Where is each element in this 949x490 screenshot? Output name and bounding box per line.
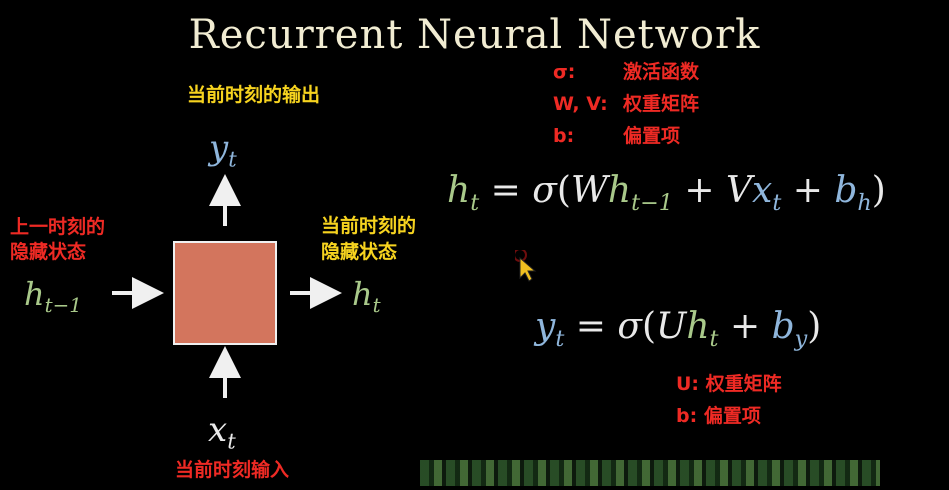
input-variable-x-t: xt xyxy=(208,410,236,454)
hidden-variable-h-t: ht xyxy=(352,275,381,317)
diagram-title: Recurrent Neural Network xyxy=(188,12,761,58)
prev-hidden-line2: 隐藏状态 xyxy=(10,241,87,263)
next-hidden-description: 当前时刻的 隐藏状态 xyxy=(321,213,416,265)
legend-bottom: U: 权重矩阵 b: 偏置项 xyxy=(676,368,782,432)
legend-key: U: xyxy=(676,373,700,395)
prev-hidden-description: 上一时刻的 隐藏状态 xyxy=(10,215,105,265)
output-equation: yt = σ(Uht + by) xyxy=(535,306,822,352)
prev-hidden-line1: 上一时刻的 xyxy=(10,216,106,238)
legend-key: b: xyxy=(553,125,575,147)
input-description: 当前时刻输入 xyxy=(175,459,290,481)
legend-value: 激活函数 xyxy=(623,61,700,83)
mouse-cursor-icon xyxy=(515,250,537,282)
legend-key: W, V: xyxy=(553,93,608,115)
legend-value: 偏置项 xyxy=(623,125,681,147)
legend-row-b: b: 偏置项 xyxy=(553,120,699,152)
rnn-cell-box xyxy=(173,241,277,345)
output-variable-y-t: yt xyxy=(209,128,237,172)
next-hidden-line2: 隐藏状态 xyxy=(321,241,398,263)
blurred-subtitle xyxy=(420,460,880,486)
legend-value: 偏置项 xyxy=(703,405,761,427)
legend-value: 权重矩阵 xyxy=(705,373,782,395)
legend-row-sigma: σ: 激活函数 xyxy=(553,56,699,88)
legend-row-b: b: 偏置项 xyxy=(676,400,782,432)
hidden-state-equation: ht = σ(Wht−1 + Vxt + bh) xyxy=(447,170,886,216)
legend-key: b: xyxy=(676,405,698,427)
prev-hidden-variable: ht−1 xyxy=(24,275,82,317)
legend-key: σ: xyxy=(553,61,576,83)
legend-top: σ: 激活函数 W, V: 权重矩阵 b: 偏置项 xyxy=(553,56,699,152)
output-description: 当前时刻的输出 xyxy=(187,84,321,106)
legend-row-wv: W, V: 权重矩阵 xyxy=(553,88,699,120)
next-hidden-line1: 当前时刻的 xyxy=(321,215,417,237)
legend-row-u: U: 权重矩阵 xyxy=(676,368,782,400)
legend-value: 权重矩阵 xyxy=(623,93,700,115)
